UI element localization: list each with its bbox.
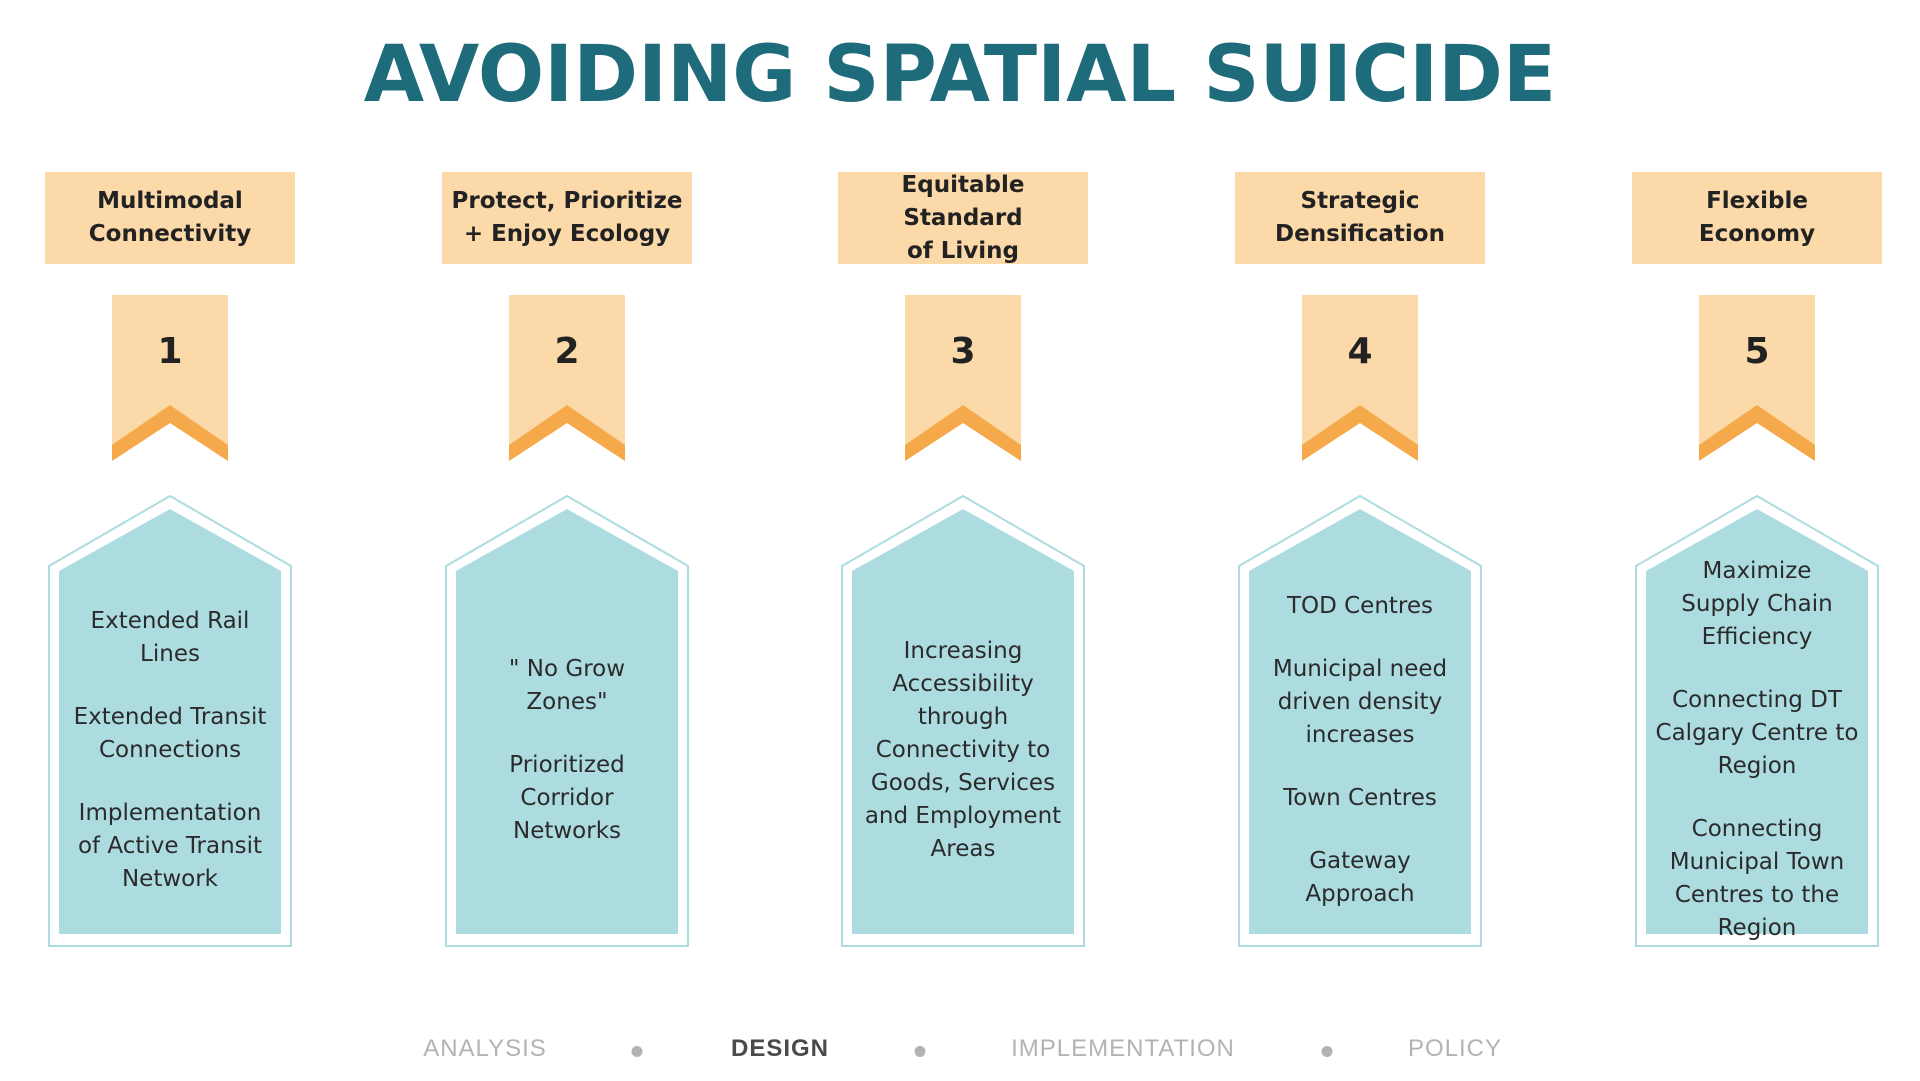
- ribbon-shape: [509, 295, 625, 461]
- card-fill: [1249, 509, 1471, 934]
- pillar-card: " No Grow Zones" Prioritized Corridor Net…: [445, 495, 689, 947]
- pillar-header: Strategic Densification: [1235, 172, 1485, 264]
- ribbon-shape: [1302, 295, 1418, 461]
- page-title: AVOIDING SPATIAL SUICIDE: [363, 30, 1557, 120]
- pillar-header: Flexible Economy: [1632, 172, 1882, 264]
- pillar-item: Extended Rail Lines: [90, 607, 250, 667]
- pillar-item: Maximize Supply Chain Efficiency: [1681, 558, 1833, 650]
- pillar-item: Gateway Approach: [1305, 847, 1415, 907]
- nav-item-implementation[interactable]: IMPLEMENTATION: [1011, 1035, 1235, 1062]
- section-nav: ANALYSIS DESIGN IMPLEMENTATION POLICY: [0, 1035, 1920, 1069]
- pillar-item: Implementation of Active Transit Network: [77, 799, 263, 892]
- pillar-number: 5: [1744, 331, 1770, 372]
- nav-separator-dot: [1321, 1046, 1333, 1057]
- pillar-number: 4: [1347, 331, 1373, 372]
- pillar-item: Connecting DT Calgary Centre to Region: [1655, 687, 1859, 779]
- number-ribbon: 4: [1302, 295, 1418, 461]
- pillar-item: Connecting Municipal Town Centres to the…: [1669, 816, 1845, 941]
- pillar-item: " No Grow Zones": [508, 655, 626, 715]
- number-ribbon: 5: [1699, 295, 1815, 461]
- number-ribbon: 1: [112, 295, 228, 461]
- chevron-up-icon: [112, 405, 228, 461]
- chevron-up-icon: [905, 405, 1021, 461]
- nav-item-design[interactable]: DESIGN: [730, 1035, 830, 1062]
- chevron-up-icon: [509, 405, 625, 461]
- chevron-up-icon: [1699, 405, 1815, 461]
- chevron-up-icon: [1302, 405, 1418, 461]
- pillar-column-2: Protect, Prioritize + Enjoy Ecology 2 " No…: [437, 0, 697, 1000]
- card-fill: [59, 509, 281, 934]
- pillar-items: " No Grow Zones" Prioritized Corridor Net…: [463, 565, 671, 935]
- pillar-item: Extended Transit Connections: [73, 703, 267, 763]
- pillar-header: Multimodal Connectivity: [45, 172, 295, 264]
- number-ribbon: 3: [905, 295, 1021, 461]
- ribbon-shape: [1699, 295, 1815, 461]
- card-fill: [852, 509, 1074, 934]
- card-fill: [1646, 509, 1868, 934]
- nav-separator-dot: [631, 1046, 643, 1057]
- nav-separator-dot: [914, 1046, 926, 1057]
- pillar-header: Equitable Standard of Living: [838, 172, 1088, 264]
- ribbon-shape: [112, 295, 228, 461]
- pillar-number: 3: [950, 331, 976, 372]
- ribbon-shape: [905, 295, 1021, 461]
- pillar-item: TOD Centres: [1286, 592, 1434, 619]
- nav-item-policy[interactable]: POLICY: [1407, 1035, 1503, 1062]
- pillar-items: Increasing Accessibility through Connect…: [859, 565, 1067, 935]
- pillar-header: Protect, Prioritize + Enjoy Ecology: [442, 172, 692, 264]
- pillar-item: Town Centres: [1283, 784, 1437, 811]
- pillar-item: Increasing Accessibility through Connect…: [864, 637, 1062, 862]
- nav-item-analysis[interactable]: ANALYSIS: [423, 1035, 547, 1062]
- pillar-item: Prioritized Corridor Networks: [509, 751, 625, 844]
- pillar-number: 1: [157, 331, 183, 372]
- pillar-item: Municipal need driven density increases: [1272, 655, 1448, 748]
- pillar-number: 2: [554, 331, 580, 372]
- pillar-card: Increasing Accessibility through Connect…: [841, 495, 1085, 947]
- card-fill: [456, 509, 678, 934]
- number-ribbon: 2: [509, 295, 625, 461]
